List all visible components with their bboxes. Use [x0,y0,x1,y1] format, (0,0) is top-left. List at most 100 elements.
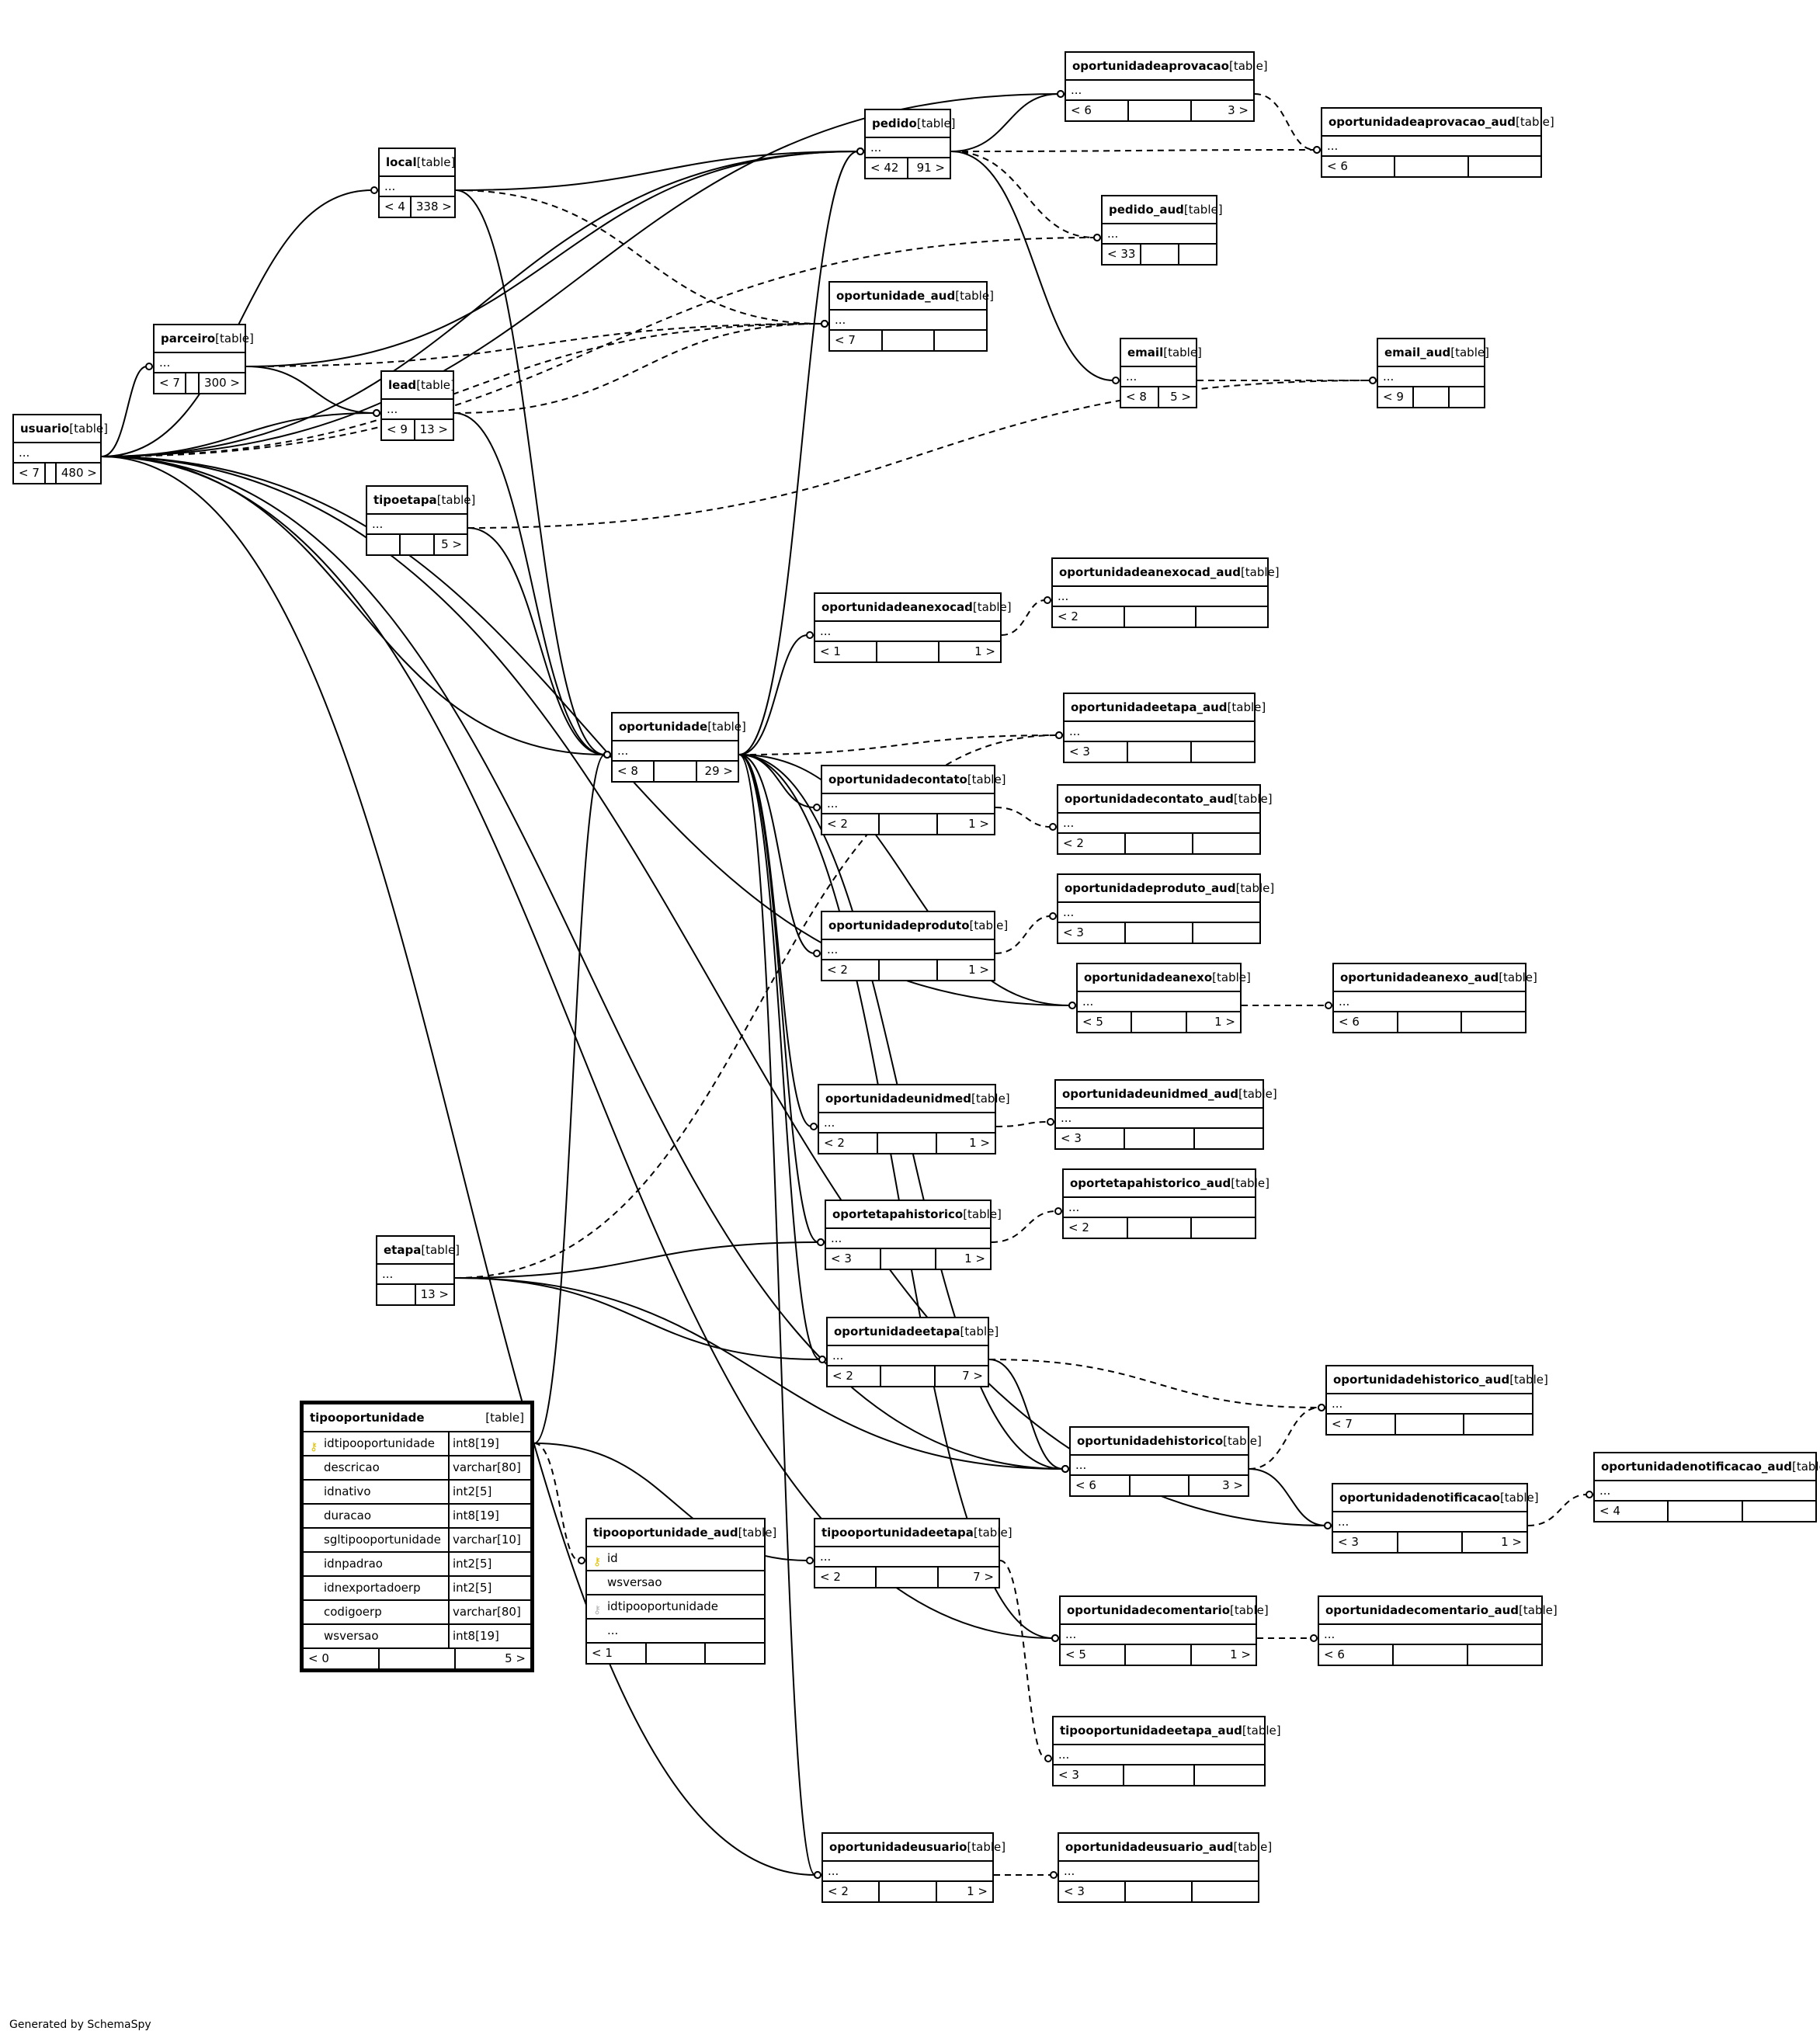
parents-count[interactable]: < 4 [380,197,412,217]
children-count[interactable]: 13 > [420,1287,449,1301]
parents-count[interactable]: < 4 [1595,1502,1669,1521]
parents-count[interactable]: < 2 [1058,834,1126,853]
children-count[interactable]: 1 > [1214,1015,1235,1029]
children-count[interactable]: 480 > [61,466,97,480]
parents-count[interactable]: < 9 [382,420,415,439]
parents-count[interactable]: < 7 [155,373,186,393]
children-count[interactable]: 5 > [1170,390,1191,404]
children-count[interactable]: 3 > [1228,103,1249,117]
parents-count[interactable]: < 7 [830,331,883,350]
table-oportunidadeetapa-aud[interactable]: oportunidadeetapa_aud[table]...< 3 [1063,693,1266,763]
table-oportunidadeanexocad-aud[interactable]: oportunidadeanexocad_aud[table]...< 2 [1051,557,1280,628]
table-oportunidade-aud[interactable]: oportunidade_aud[table]...< 7 [828,281,994,352]
children-count[interactable]: 5 > [441,537,462,551]
children-count[interactable]: 7 > [962,1369,983,1383]
table-oportunidadeunidmed-aud[interactable]: oportunidadeunidmed_aud[table]...< 3 [1054,1079,1277,1150]
parents-count[interactable]: < 2 [815,1568,877,1587]
parents-count[interactable]: < 0 [304,1649,380,1668]
children-count[interactable]: 1 > [967,1884,988,1898]
table-oportunidadehistorico-aud[interactable]: oportunidadehistorico_aud[table]...< 7 [1325,1365,1548,1436]
parents-count[interactable]: < 2 [828,1366,882,1386]
parents-count[interactable]: < 6 [1071,1476,1131,1495]
children-count[interactable]: 13 > [419,422,448,436]
parents-count[interactable]: < 1 [587,1644,647,1663]
parents-count[interactable]: < 1 [815,642,877,661]
parents-count[interactable]: < 42 [866,158,908,178]
table-oportunidadecontato-aud[interactable]: oportunidadecontato_aud[table]...< 2 [1057,784,1273,855]
parents-count[interactable]: < 6 [1334,1012,1398,1032]
children-count[interactable]: 7 > [973,1570,994,1584]
children-count[interactable]: 1 > [1230,1647,1251,1661]
parents-count[interactable]: < 2 [822,814,880,834]
parents-count[interactable]: < 33 [1103,245,1142,264]
parents-count[interactable]: < 2 [1053,607,1125,627]
table-oportunidadecomentario-aud[interactable]: oportunidadecomentario_aud[table]...< 6 [1318,1595,1558,1666]
children-count[interactable]: 1 > [968,963,989,977]
children-count[interactable]: 91 > [916,161,945,175]
parents-count[interactable]: < 3 [1065,742,1128,762]
table-etapa[interactable]: etapa[table]...13 > [376,1235,460,1306]
parents-count[interactable]: < 3 [1059,1882,1126,1901]
parents-count[interactable]: < 2 [822,960,880,980]
children-count[interactable]: 338 > [415,200,452,214]
table-tipooportunidade[interactable]: tipooportunidade [table] ⚷idtipooportuni… [300,1401,534,1672]
table-oportunidadeaprovacao-aud[interactable]: oportunidadeaprovacao_aud[table]...< 6 [1321,107,1554,178]
children-count[interactable]: 5 > [505,1651,526,1665]
children-count[interactable]: 300 > [204,376,240,390]
parents-count[interactable]: < 5 [1061,1645,1127,1665]
parents-count[interactable]: < 3 [1056,1129,1126,1148]
table-tipooportunidadeetapa-aud[interactable]: tipooportunidadeetapa_aud[table]...< 3 [1052,1716,1281,1786]
parents-count[interactable]: < 5 [1078,1012,1133,1032]
parents-count[interactable]: < 9 [1378,387,1414,407]
table-oportunidadeusuario-aud[interactable]: oportunidadeusuario_aud[table]...< 3 [1058,1832,1272,1903]
parents-count[interactable]: < 3 [826,1249,881,1269]
parents-count[interactable]: < 2 [823,1882,880,1901]
parents-count[interactable]: < 7 [14,463,46,483]
table-oportetapahistorico-aud[interactable]: oportetapahistorico_aud[table]...< 2 [1062,1168,1269,1239]
parents-count[interactable]: < 7 [1327,1415,1396,1434]
parents-count[interactable]: < 2 [1064,1218,1128,1238]
children-count[interactable]: 1 > [968,817,989,831]
table-tipoetapa[interactable]: tipoetapa[table]...5 > [366,485,475,556]
parents-count[interactable]: < 3 [1333,1533,1398,1552]
parents-count[interactable]: < 3 [1054,1765,1124,1785]
children-count[interactable]: 1 > [969,1136,990,1150]
table-email-aud[interactable]: email_aud[table]...< 9 [1377,338,1489,408]
parents-count[interactable]: < 2 [819,1134,878,1153]
parents-count[interactable]: < 6 [1319,1645,1394,1665]
parents-count[interactable]: < 6 [1322,157,1396,176]
children-count[interactable]: 1 > [1501,1535,1523,1549]
table-oportunidadeanexo-aud[interactable]: oportunidadeanexo_aud[table]...< 6 [1332,963,1537,1033]
table-oportunidadeproduto-aud[interactable]: oportunidadeproduto_aud[table]...< 3 [1057,873,1274,944]
table-pedido-aud[interactable]: pedido_aud[table]...< 33 [1101,195,1223,266]
table-oportunidadenotificacao-aud[interactable]: oportunidadenotificacao_aud[table]...< 4 [1593,1452,1820,1522]
children-count[interactable]: 1 > [974,644,995,658]
children-count[interactable]: 1 > [964,1252,985,1266]
parents-count[interactable]: < 8 [1121,387,1159,407]
parents-count[interactable]: < 6 [1066,101,1129,120]
parents-count[interactable]: < 8 [613,762,655,781]
children-count[interactable]: 3 > [1222,1478,1244,1492]
parents-count[interactable]: < 3 [1058,923,1126,943]
